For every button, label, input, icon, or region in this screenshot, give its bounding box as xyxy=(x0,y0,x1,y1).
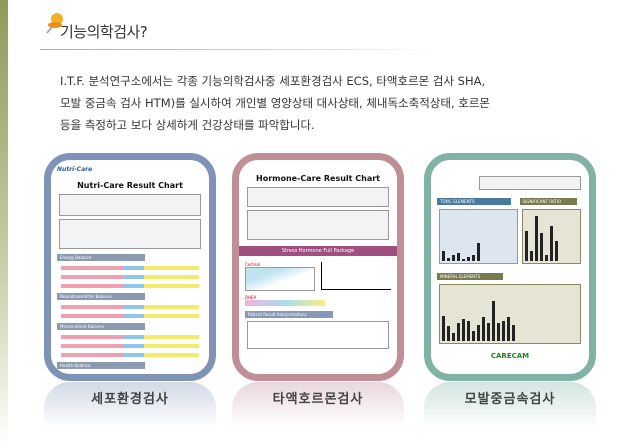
section-header: Neurotransmitter Balance xyxy=(57,293,145,300)
side-strip xyxy=(0,0,8,448)
interpretation-box xyxy=(247,321,389,349)
info-box xyxy=(59,194,201,216)
htm-label[interactable]: 모발중금속검사 xyxy=(464,392,556,407)
section-header: SIGNIFICANT RATIO xyxy=(519,198,577,205)
section-header: Energy Balance xyxy=(57,254,145,261)
sha-report-card[interactable]: Hormone-Care Result Chart Stress Hormone… xyxy=(232,153,404,381)
dhea-label: DHEA xyxy=(245,295,257,300)
carecam-logo: CARECAM xyxy=(490,352,530,360)
info-box xyxy=(247,187,389,207)
intro-line: 모발 중금속 검사 HTM)를 실시하여 개인별 영양상태 대사상태, 체내독소… xyxy=(60,96,491,110)
doc-title: Nutri-Care Result Chart xyxy=(77,181,183,190)
doc-title: Hormone-Care Result Chart xyxy=(256,174,380,183)
reflection xyxy=(232,382,404,428)
htm-report-card[interactable]: TOXIC ELEMENTS SIGNIFICANT RATIO MINERAL… xyxy=(424,153,596,381)
brand-logo: Nutri-Care xyxy=(57,166,93,173)
reflection xyxy=(44,382,216,428)
intro-line: 등을 측정하고 보다 상세하게 건강상태를 파악합니다. xyxy=(60,118,315,132)
package-band: Stress Hormone Full Package xyxy=(239,246,397,256)
pushpin-icon xyxy=(46,13,63,34)
info-box xyxy=(478,176,581,190)
ecs-label[interactable]: 세포환경검사 xyxy=(91,392,169,407)
section-header: TOXIC ELEMENTS xyxy=(437,198,512,205)
section-header: Health Balance xyxy=(57,362,145,369)
sha-label[interactable]: 타액호르몬검사 xyxy=(272,392,364,407)
reflection xyxy=(424,382,596,428)
intro-line: I.T.F. 분석연구소에서는 각종 기능의학검사중 세포환경검사 ECS, 타… xyxy=(60,74,486,88)
cortisol-label: Cortisol xyxy=(245,262,261,267)
title-divider xyxy=(40,49,440,50)
intro-paragraph: I.T.F. 분석연구소에서는 각종 기능의학검사중 세포환경검사 ECS, 타… xyxy=(60,70,580,136)
info-box xyxy=(247,210,389,240)
section-header: Micronutrient Balance xyxy=(57,323,145,330)
section-header: Patient Result Interpretations xyxy=(245,311,333,318)
ecs-report-card[interactable]: Nutri-Care Nutri-Care Result Chart Energ… xyxy=(44,153,216,381)
info-box xyxy=(59,219,201,249)
section-header: MINERAL ELEMENTS xyxy=(437,273,503,280)
page-title: 기능의학검사? xyxy=(60,23,148,41)
